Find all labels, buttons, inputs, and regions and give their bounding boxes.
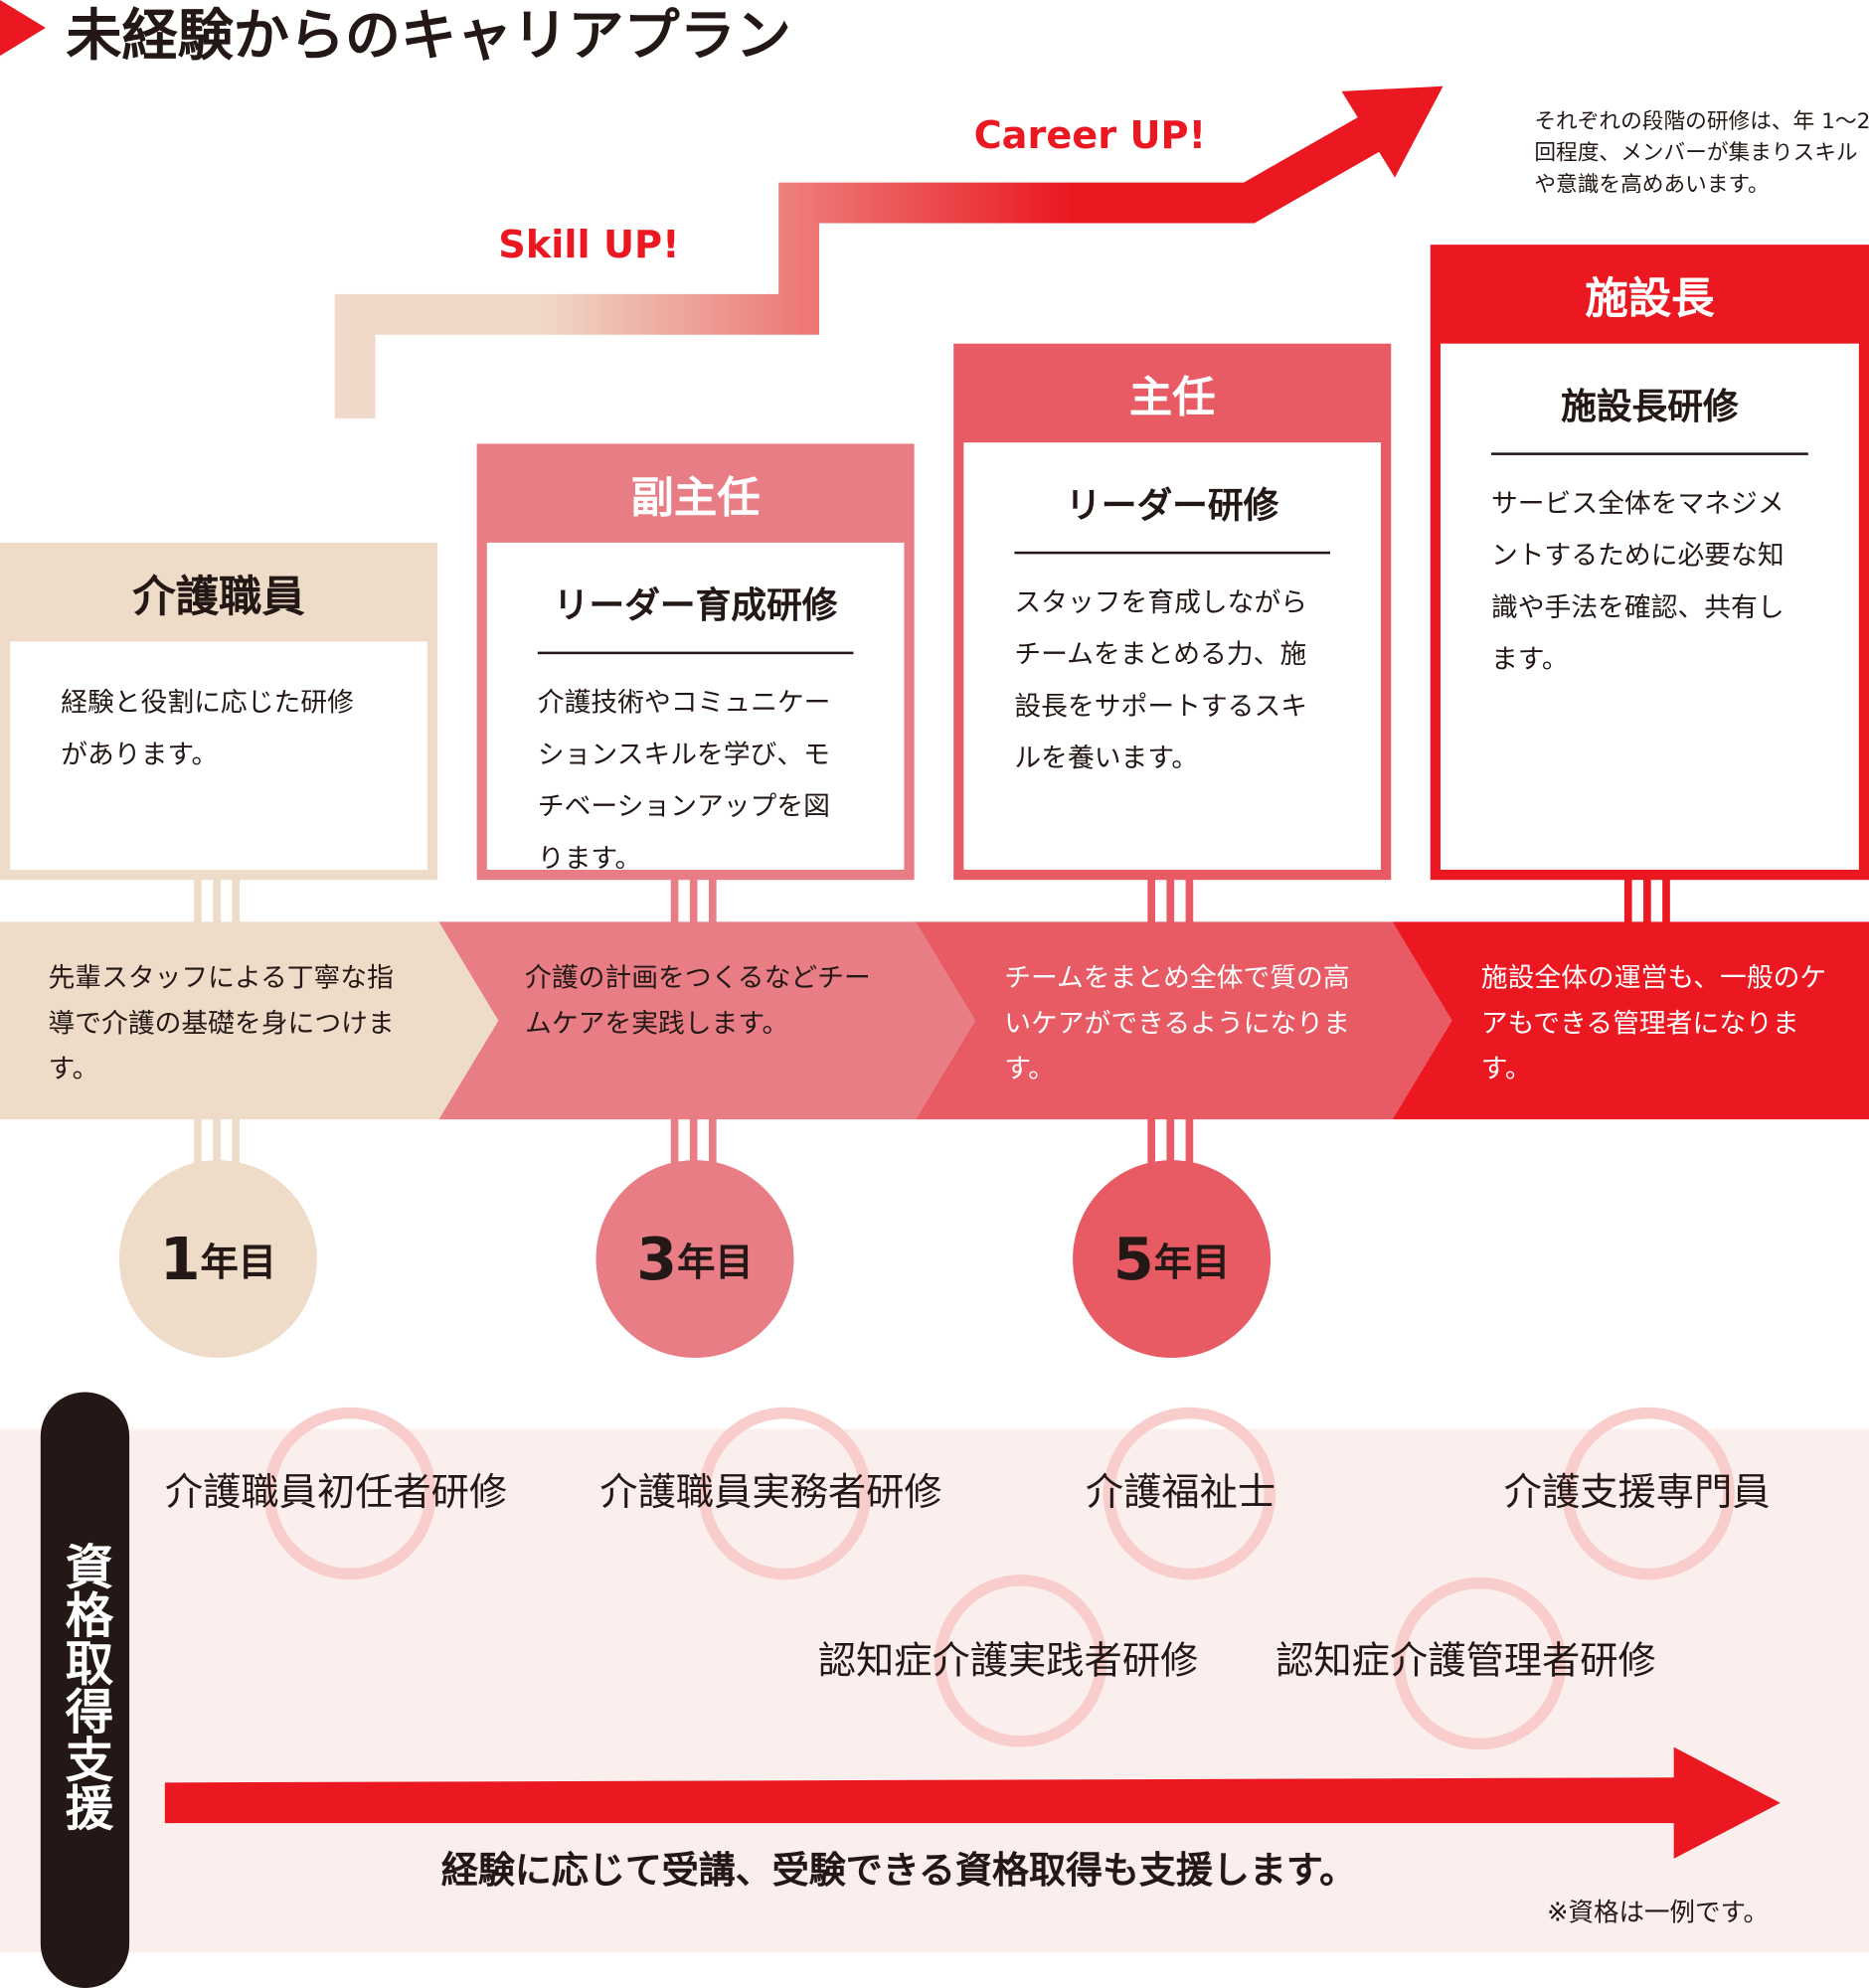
qualification: 介護職員実務者研修 — [599, 1470, 942, 1516]
training-title: リーダー育成研修 — [537, 568, 854, 655]
progress-arrow — [164, 1746, 1781, 1859]
stage-band-text: 先輩スタッフによる丁寧な指導で介護の基礎を身につけます。 — [48, 962, 395, 1084]
stage-card-director: 施設長 施設長研修サービス全体をマネジメントするために必要な知識や手法を確認、共… — [1430, 245, 1869, 881]
ring-decoration — [263, 1407, 436, 1580]
connector — [194, 1117, 242, 1164]
year-unit: 年目 — [1153, 1241, 1231, 1286]
stage-card-care-staff: 介護職員 経験と役割に応じた研修があります。 — [0, 542, 438, 881]
connector — [1147, 877, 1195, 923]
stage-band-text: チームをまとめ全体で質の高いケアができるようになります。 — [1004, 962, 1350, 1084]
ring-decoration — [698, 1407, 872, 1580]
qualification: 認知症介護管理者研修 — [1275, 1639, 1656, 1684]
stage-desc: サービス全体をマネジメントするために必要な知識や手法を確認、共有します。 — [1490, 488, 1784, 675]
qualification: 介護福祉士 — [1085, 1470, 1276, 1516]
stage-card-deputy-chief: 副主任 リーダー育成研修介護技術やコミュニケーションスキルを学び、モチベーション… — [476, 443, 915, 881]
connector — [670, 877, 719, 923]
support-label: 資格取得支援 — [57, 1542, 113, 1831]
page-title: 未経験からのキャリアプラン — [66, 3, 791, 69]
stage-desc: 経験と役割に応じた研修があります。 — [61, 687, 354, 770]
chevron-band — [0, 921, 1869, 1120]
footnote: ※資格は一例です。 — [1547, 1897, 1770, 1927]
support-message: 経験に応じて受講、受験できる資格取得も支援します。 — [440, 1848, 1357, 1893]
year-unit: 年目 — [200, 1241, 277, 1286]
role-title: 施設長 — [1585, 272, 1715, 324]
connector — [670, 1117, 719, 1164]
stage-band-text: 介護の計画をつくるなどチームケアを実践します。 — [525, 962, 871, 1039]
support-label-pill: 資格取得支援 — [40, 1392, 130, 1988]
connector — [1623, 877, 1672, 923]
training-note: それぞれの段階の研修は、年 1～2 回程度、メンバーが集まりスキルや意識を高めあ… — [1534, 108, 1869, 198]
skill-up-label: Skill UP! — [498, 223, 680, 268]
training-title: リーダー研修 — [1014, 468, 1330, 555]
stage-band-text: 施設全体の運営も、一般のケアもできる管理者になります。 — [1480, 962, 1827, 1084]
arrow-head-icon — [1341, 85, 1444, 178]
role-title: 副主任 — [630, 472, 761, 524]
year-number: 5 — [1112, 1225, 1154, 1294]
title-marker-icon — [0, 0, 46, 57]
ring-decoration — [1393, 1576, 1567, 1750]
ring-decoration — [934, 1574, 1107, 1747]
qualification: 認知症介護実践者研修 — [817, 1639, 1199, 1684]
qualification: 介護支援専門員 — [1503, 1470, 1771, 1516]
ring-decoration — [1562, 1407, 1735, 1580]
career-stair-arrow — [334, 85, 1444, 418]
training-title: 施設長研修 — [1490, 369, 1808, 455]
connector — [1147, 1117, 1195, 1164]
role-title: 介護職員 — [132, 571, 305, 622]
ring-decoration — [1103, 1407, 1276, 1580]
career-up-label: Career UP! — [973, 113, 1207, 159]
stage-desc: 介護技術やコミュニケーションスキルを学び、モチベーションアップを図ります。 — [537, 687, 831, 874]
year-unit: 年目 — [677, 1241, 754, 1286]
stage-desc: スタッフを育成しながらチームをまとめる力、施設長をサポートするスキルを養います。 — [1014, 586, 1308, 774]
stage-card-chief: 主任 リーダー研修スタッフを育成しながらチームをまとめる力、施設長をサポートする… — [953, 343, 1392, 881]
qualification: 介護職員初任者研修 — [164, 1470, 508, 1516]
connector — [194, 877, 242, 923]
role-title: 主任 — [1128, 372, 1216, 423]
year-number: 3 — [636, 1225, 678, 1294]
year-number: 1 — [159, 1225, 201, 1294]
